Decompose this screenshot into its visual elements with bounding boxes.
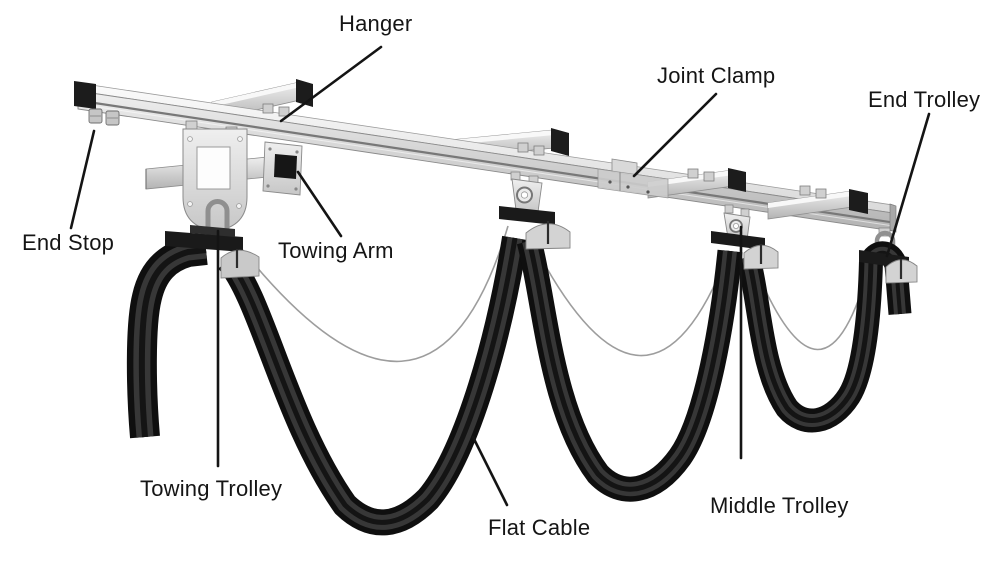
towing-shackle [205, 199, 230, 231]
towing-arm-assembly [145, 128, 303, 232]
leader-end-stop [69, 129, 96, 230]
joint-clamp [597, 158, 669, 199]
end-stop [88, 108, 120, 126]
leader-end-trolley [885, 112, 931, 258]
label-towing-arm: Towing Arm [278, 238, 394, 263]
cable-loop-3 [736, 253, 883, 433]
label-end-stop: End Stop [22, 230, 115, 255]
rail-end-cap [74, 81, 96, 109]
towing-trolley [165, 225, 260, 279]
middle-trolley-2-hardware [723, 204, 751, 241]
hanger-crossbar-4 [767, 189, 868, 220]
leader-hanger [279, 45, 383, 123]
middle-trolley-1 [499, 206, 571, 250]
leader-towing-arm [296, 170, 343, 238]
leader-lines [69, 45, 931, 507]
cable-loop-2 [516, 237, 743, 502]
leader-flat-cable [471, 435, 509, 507]
middle-trolley-1-hardware [510, 171, 543, 213]
label-joint-clamp: Joint Clamp [657, 63, 776, 88]
cable-tail-left [126, 235, 208, 439]
cable-loop-1 [217, 235, 528, 536]
end-trolley [859, 250, 918, 284]
label-flat-cable: Flat Cable [488, 515, 591, 540]
leader-joint-clamp [632, 92, 718, 178]
label-hanger: Hanger [339, 11, 413, 36]
middle-trolley-2 [711, 231, 779, 270]
label-end-trolley: End Trolley [868, 87, 981, 112]
label-middle-trolley: Middle Trolley [710, 493, 849, 518]
label-towing-trolley: Towing Trolley [140, 476, 283, 501]
